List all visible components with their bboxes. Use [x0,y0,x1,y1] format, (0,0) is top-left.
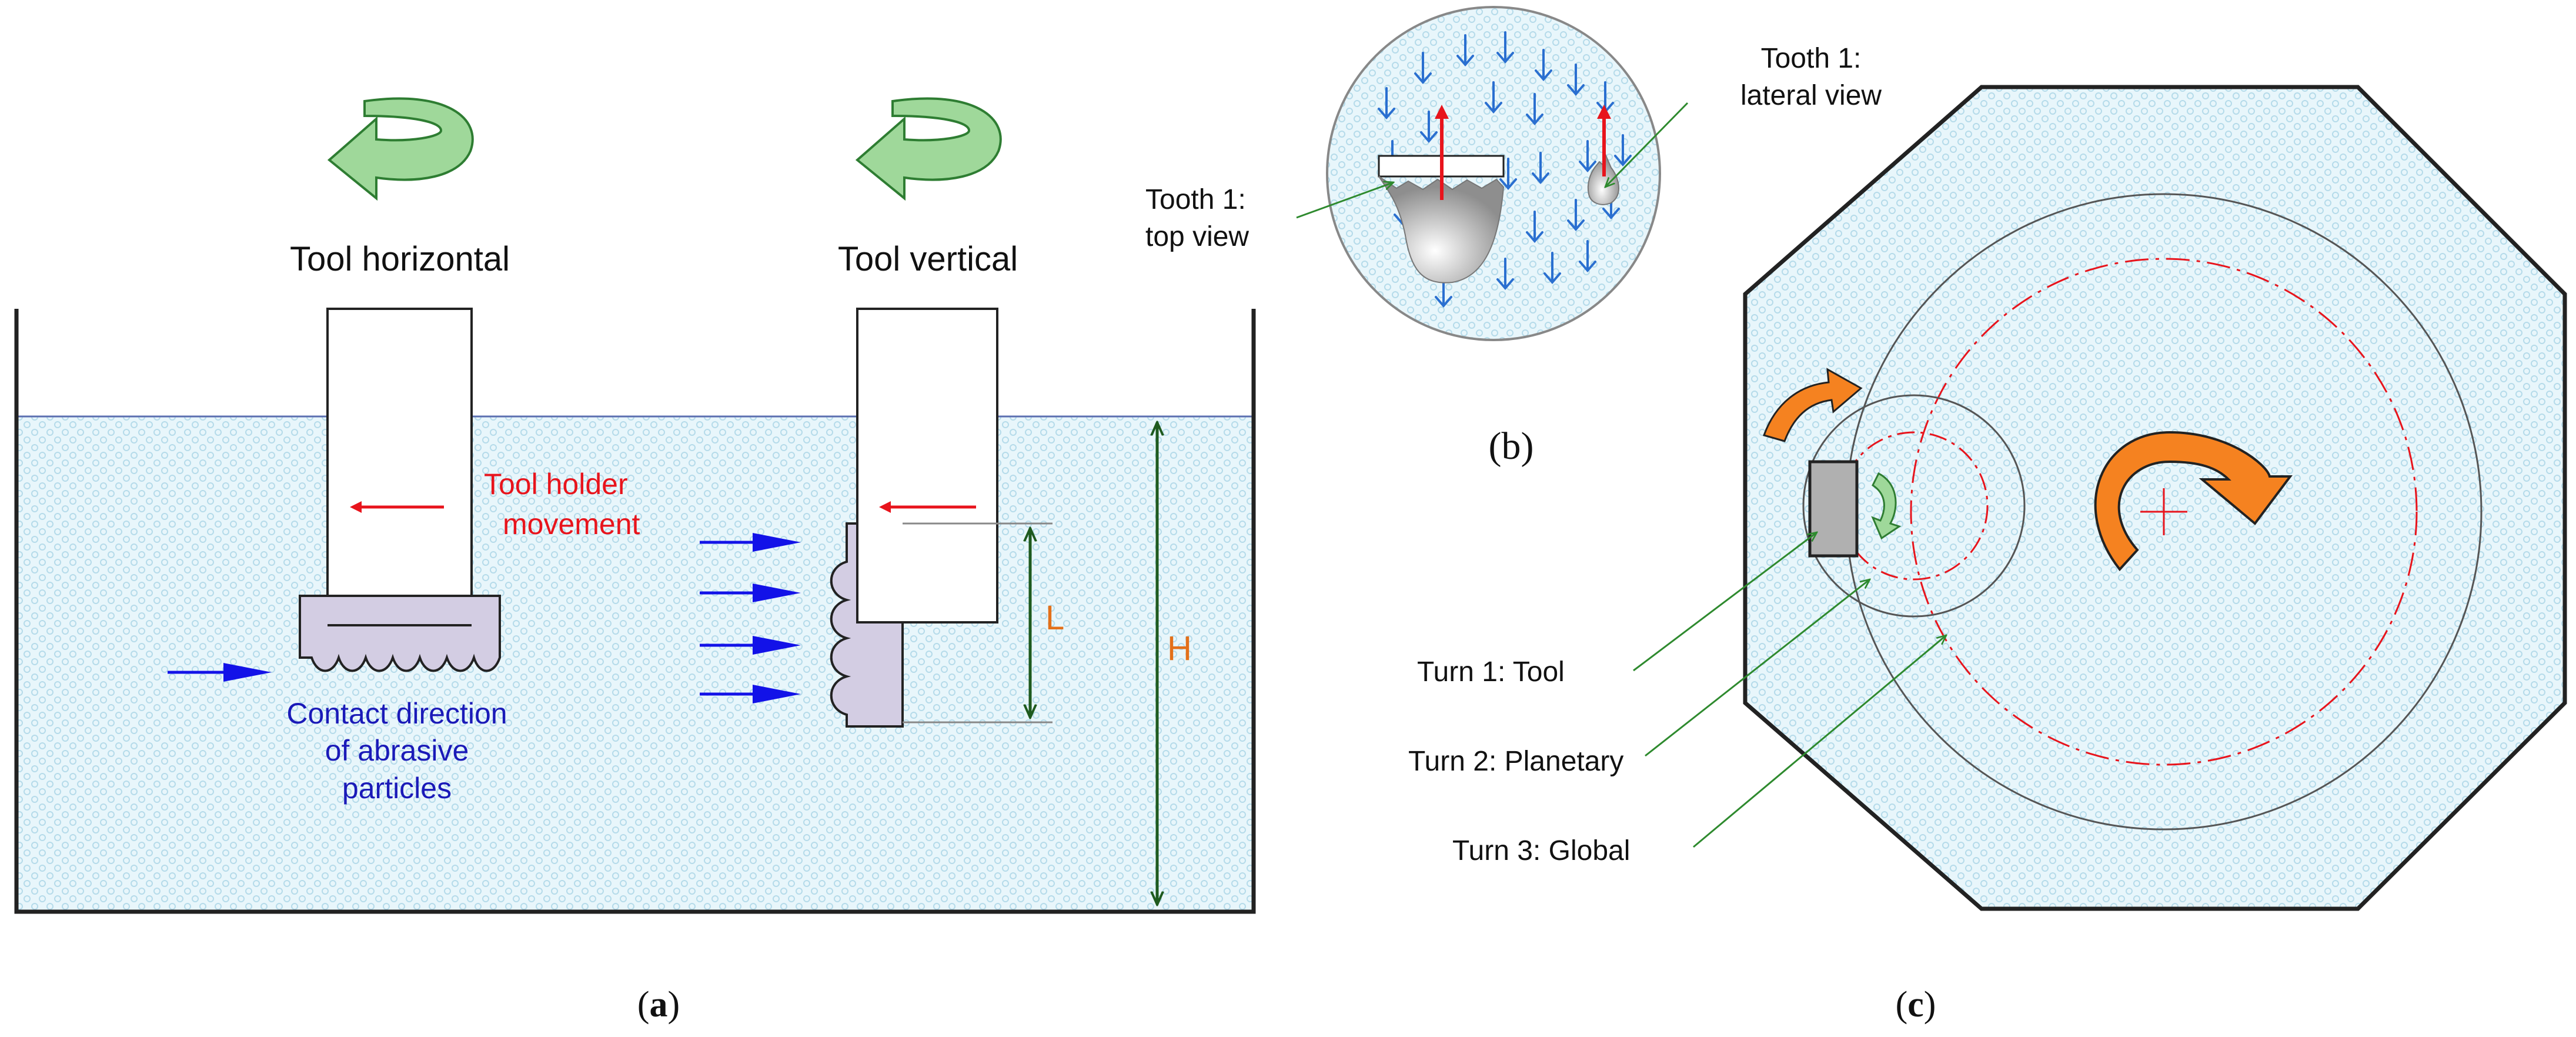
tool-horizontal-label: Tool horizontal [290,240,510,278]
abrasive-liquid-a [16,416,1254,912]
tooth-top-label-line1: Tooth 1: [1145,184,1246,215]
contact-direction-line2: of abrasive [325,734,469,767]
caption-b: (b) [1489,425,1534,468]
dim-H-label: H [1167,629,1192,668]
caption-c: (c) [1896,985,1936,1025]
turn3-leader [1693,635,1946,848]
turn1-leader [1633,532,1817,672]
contact-arrows [168,533,801,703]
contact-direction-line1: Contact direction [286,697,507,730]
container-a [14,309,1256,914]
tool-vertical-label: Tool vertical [838,240,1018,278]
panel-c: Turn 1: Tool Turn 2: Planetary Turn 3: G… [1408,85,2567,1025]
rotation-arrow-horizontal-icon [327,97,474,201]
tooth-lateral-label-line2: lateral view [1740,80,1882,111]
tool-holder-vertical [856,308,998,623]
rotation-arrow-vertical-icon [855,97,1002,201]
dim-L-label: L [1045,599,1064,637]
tool-vertical-teeth [830,522,904,728]
tool-horizontal-teeth [299,595,501,672]
tooth-top-leader [1296,182,1394,219]
tool-block [1808,460,1859,558]
tooth-lateral-view-shape [1587,152,1620,205]
contact-direction-line3: particles [342,772,452,805]
tooth-top-label-line2: top view [1145,221,1249,252]
turn3-label: Turn 3: Global [1452,835,1630,866]
holder-movement-label-line2: movement [503,508,640,541]
turn1-label: Turn 1: Tool [1417,656,1565,688]
tool-holder-horizontal [326,308,473,626]
tooth-top-view-shape [1378,176,1505,284]
tool-rotation-arrow-icon [1871,472,1902,540]
tooth-lateral-leader [1605,102,1689,187]
planetary-rotation-arrow-icon [1763,368,1863,442]
panel-a: Tool horizontal Tool vertical Tool holde… [14,97,1256,1025]
planetary-circle [1802,394,2026,618]
turn2-leader [1645,579,1870,757]
holder-movement-label-line1: Tool holder [484,468,628,501]
global-turn-path [1910,258,2418,766]
global-rotation-arrow-icon [2094,431,2293,572]
tooth-lateral-label-line1: Tooth 1: [1761,43,1862,74]
octagonal-tank [1743,85,2567,911]
turn2-label: Turn 2: Planetary [1408,746,1623,777]
caption-a: (a) [637,985,680,1025]
panel-b: Tooth 1: top view Tooth 1: lateral view … [1145,6,1882,468]
